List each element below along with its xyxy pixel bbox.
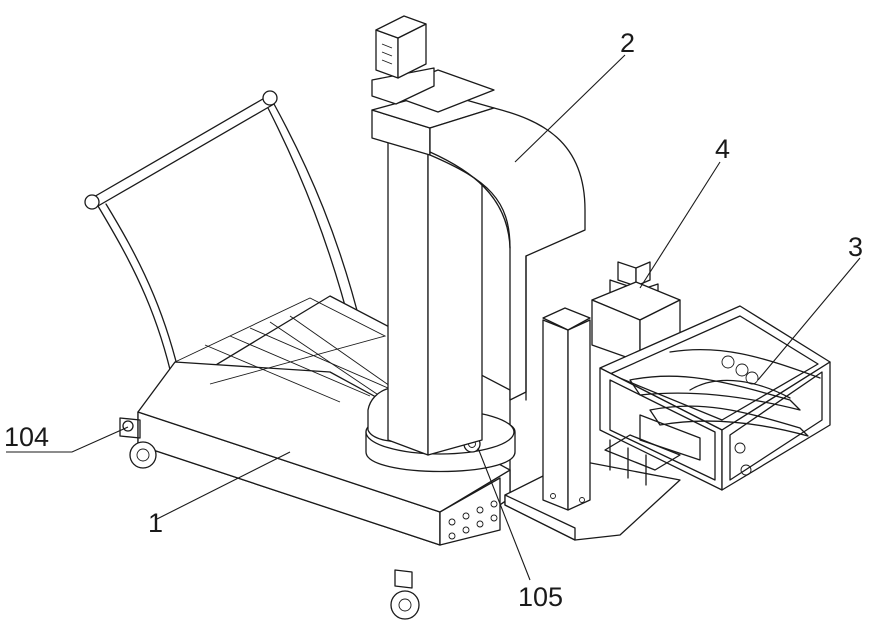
callout-2: 2 <box>620 28 635 58</box>
vertical-column <box>372 16 494 455</box>
callout-1: 1 <box>148 508 163 538</box>
callout-3: 3 <box>848 232 863 262</box>
callout-4: 4 <box>715 134 730 164</box>
callout-105: 105 <box>518 582 563 612</box>
callout-104: 104 <box>4 422 49 452</box>
